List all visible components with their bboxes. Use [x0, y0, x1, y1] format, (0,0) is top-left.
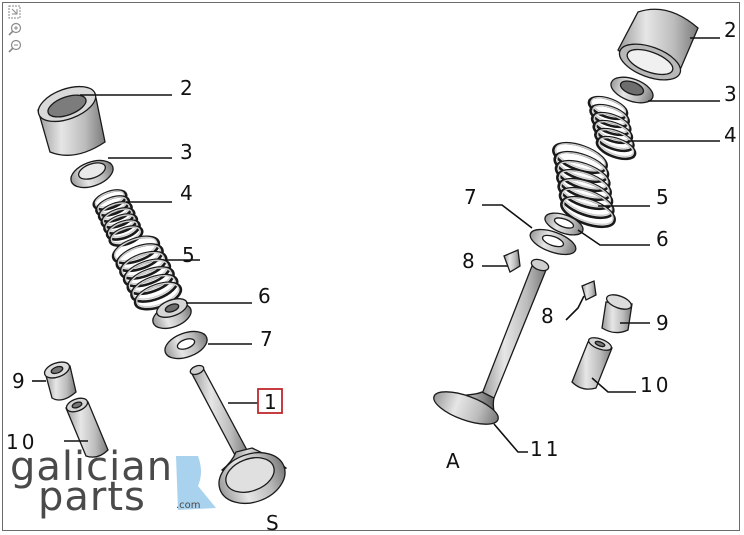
right-spring-cap-part	[610, 76, 654, 104]
zoom-in-icon[interactable]	[7, 22, 23, 36]
right-inner-spring-part	[587, 95, 637, 161]
callout-right-9: 9	[656, 311, 669, 335]
callout-right-3: 3	[724, 82, 737, 106]
callout-right-5: 5	[656, 185, 669, 209]
watermark-accent-shape	[176, 456, 216, 510]
watermark-line-2: parts	[38, 474, 146, 520]
left-valve-part	[189, 364, 288, 505]
callout-right-10: 10	[640, 373, 671, 397]
callout-left-5: 5	[182, 243, 195, 267]
left-leader-lines	[32, 94, 258, 442]
left-inner-spring-part	[92, 189, 144, 247]
callout-left-2: 2	[180, 76, 193, 100]
callout-right-8a: 8	[462, 249, 475, 273]
callout-left-7: 7	[260, 327, 273, 351]
zoom-out-icon[interactable]	[7, 39, 23, 53]
left-valve-seal-part	[43, 361, 77, 401]
left-valve-guide-part	[65, 397, 109, 458]
left-lower-seat-part	[152, 298, 192, 330]
callout-left-1[interactable]: 1	[264, 390, 277, 414]
right-tappet-part	[617, 8, 699, 81]
callout-left-9: 9	[12, 369, 25, 393]
selected-part-highlight[interactable]	[257, 388, 283, 414]
callout-right-2: 2	[724, 18, 737, 42]
view-label-right: A	[446, 449, 460, 473]
right-leader-lines	[482, 37, 720, 453]
zoom-toolbar	[7, 5, 23, 56]
left-washer-part	[164, 330, 208, 360]
callout-left-6: 6	[258, 284, 271, 308]
right-lower-seat-part	[544, 212, 584, 236]
callout-right-11: 11	[530, 437, 561, 461]
callout-right-6: 6	[656, 227, 669, 251]
right-valve-keeper-part	[503, 249, 597, 301]
callout-left-10: 10	[6, 430, 37, 454]
watermark-suffix: .com	[176, 500, 201, 511]
callout-right-4: 4	[724, 123, 737, 147]
left-tappet-part	[37, 85, 106, 156]
galicianparts-watermark: galician parts .com	[10, 444, 216, 520]
view-label-left: S	[266, 511, 279, 535]
callout-right-7: 7	[464, 185, 477, 209]
left-spring-cap-part	[70, 159, 114, 189]
watermark-line-1: galician	[10, 444, 173, 490]
right-valve-guide-part	[571, 337, 613, 390]
left-outer-spring-part	[111, 235, 183, 311]
right-valve-seal-part	[601, 294, 633, 334]
callout-right-8b: 8	[541, 304, 554, 328]
callout-left-3: 3	[180, 140, 193, 164]
fit-page-icon[interactable]	[7, 5, 23, 19]
right-outer-spring-part	[552, 141, 616, 229]
callout-left-4: 4	[180, 181, 193, 205]
right-valve-part	[433, 258, 550, 425]
right-washer-part	[529, 228, 577, 256]
